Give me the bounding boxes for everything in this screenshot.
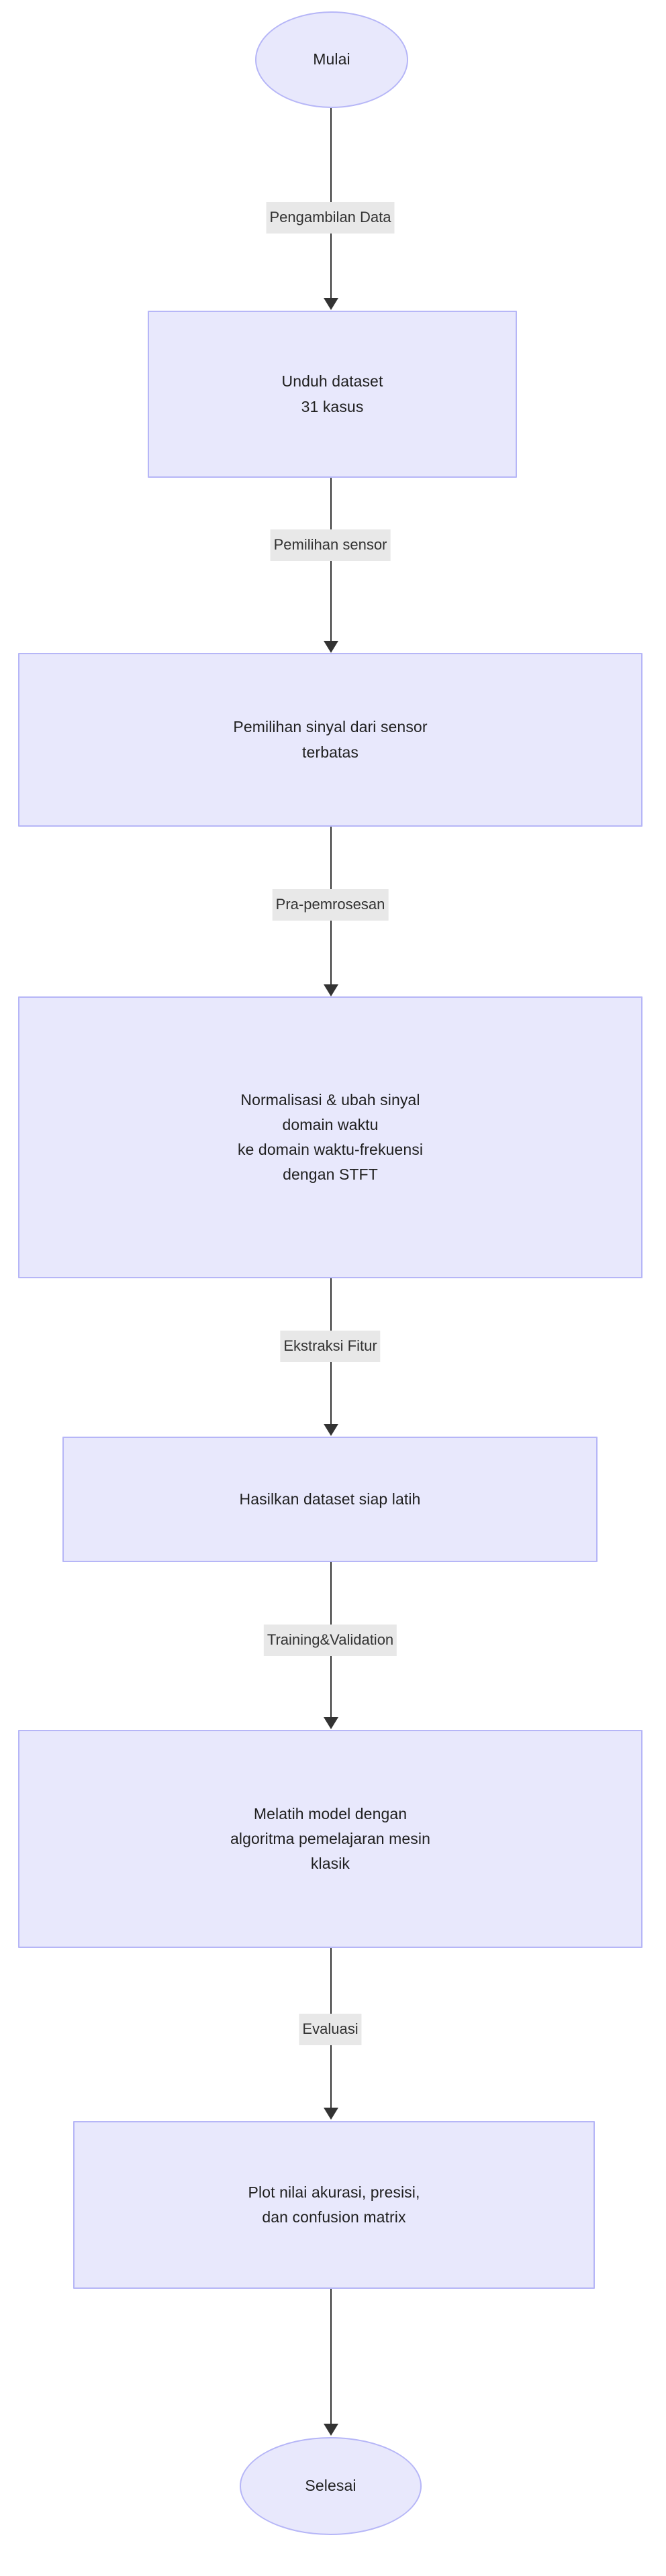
edge-arrowhead-evaluate-to-end bbox=[324, 2424, 338, 2436]
edge-label-training-validation: Training&Validation bbox=[263, 1625, 397, 1656]
node-evaluate[interactable]: Plot nilai akurasi, presisi, dan confusi… bbox=[73, 2121, 595, 2289]
edge-line-evaluate-to-end bbox=[330, 2289, 332, 2425]
node-end[interactable]: Selesai bbox=[240, 2437, 422, 2535]
edge-label-ekstraksi-fitur: Ekstraksi Fitur bbox=[280, 1331, 381, 1362]
node-preprocess[interactable]: Normalisasi & ubah sinyal domain waktu k… bbox=[18, 996, 643, 1278]
edge-label-pemilihan-sensor: Pemilihan sensor bbox=[270, 529, 391, 561]
node-select-signal[interactable]: Pemilihan sinyal dari sensor terbatas bbox=[18, 653, 643, 827]
edge-arrowhead-preprocess-to-dataset bbox=[324, 1424, 338, 1436]
edge-label-evaluasi: Evaluasi bbox=[299, 2014, 362, 2045]
node-download-dataset[interactable]: Unduh dataset 31 kasus bbox=[148, 311, 517, 478]
node-start[interactable]: Mulai bbox=[255, 11, 408, 108]
edge-arrowhead-train-to-evaluate bbox=[324, 2108, 338, 2120]
edge-arrowhead-dataset-to-train bbox=[324, 1717, 338, 1729]
edge-arrowhead-download-to-select bbox=[324, 641, 338, 653]
edge-arrowhead-select-to-preprocess bbox=[324, 984, 338, 996]
edge-label-pra-pemrosesan: Pra-pemrosesan bbox=[272, 889, 389, 921]
edge-arrowhead-start-to-download bbox=[324, 298, 338, 310]
node-build-dataset[interactable]: Hasilkan dataset siap latih bbox=[62, 1437, 598, 1562]
node-train-model[interactable]: Melatih model dengan algoritma pemelajar… bbox=[18, 1730, 643, 1948]
edge-label-pengambilan-data: Pengambilan Data bbox=[266, 202, 395, 234]
